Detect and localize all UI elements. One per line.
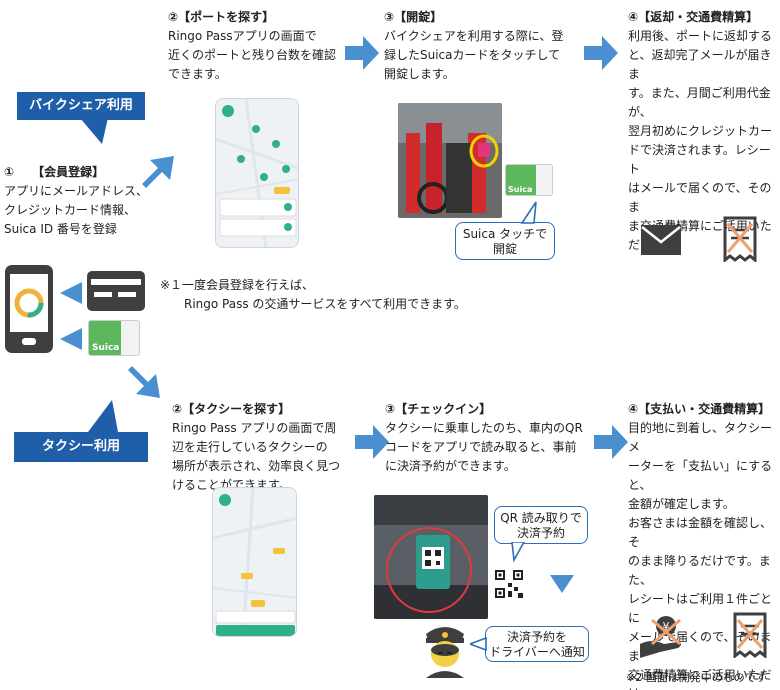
arrow-left-icon — [60, 328, 82, 350]
arrow-right-icon — [584, 36, 618, 70]
bubble-tail — [511, 542, 525, 562]
bike-step4-title: ④【返却・交通費精算】 — [628, 10, 759, 24]
taxi-qr-photo — [374, 495, 488, 619]
step1-register: ① 【会員登録】 アプリにメールアドレス、 クレジットカード情報、 Suica … — [4, 163, 154, 239]
driver-notify-bubble-text: 決済予約を ドライバーへ通知 — [489, 630, 585, 659]
arrow-right-icon — [355, 425, 389, 459]
step1-body: アプリにメールアドレス、 クレジットカード情報、 Suica ID 番号を登録 — [4, 184, 149, 236]
taxi-step3-title: ③【チェックイン】 — [385, 402, 492, 416]
taxi-step4-title: ④【支払い・交通費精算】 — [628, 402, 771, 416]
bike-step4-body: 利用後、ポートに返却する と、返却完了メールが届きま す。また、月間ご利用代金が… — [628, 29, 773, 252]
bike-step2: ②【ポートを探す】 Ringo Passアプリの画面で 近くのポートと残り台数を… — [168, 8, 348, 84]
qr-reservation-bubble-text: QR 読み取りで 決済予約 — [500, 511, 582, 540]
suica-card-label: Suica — [92, 343, 120, 353]
driver-icon — [426, 627, 464, 678]
qr-code-icon — [494, 569, 524, 599]
taxi-badge: タクシー利用 — [14, 432, 148, 462]
taxi-step4-body: 目的地に到着し、タクシーメ ーターを「支払い」にすると、 金額が確定します。 お… — [628, 421, 773, 690]
arrow-down-right-icon — [128, 366, 160, 398]
bike-port-photo — [398, 103, 502, 218]
arrow-right-icon — [345, 36, 379, 70]
credit-card-icon — [87, 271, 145, 311]
hand-coin-icon: ¥ — [640, 616, 681, 658]
taxi-step2-title: ②【タクシーを探す】 — [172, 402, 291, 416]
bike-step2-title: ②【ポートを探す】 — [168, 10, 275, 24]
taxi-step2-body: Ringo Pass アプリの画面で周 辺を走行しているタクシーの 場所が表示さ… — [172, 421, 341, 492]
bubble-tail — [470, 636, 487, 652]
taxi-step3: ③【チェックイン】 タクシーに乗車したのち、車内のQR コードをアプリで読み取る… — [385, 400, 595, 476]
mail-icon — [641, 225, 681, 255]
arrow-down-icon — [550, 575, 574, 593]
bike-step3: ③【開錠】 バイクシェアを利用する際に、登 録したSuicaカードをタッチして … — [384, 8, 584, 84]
step1-title: ① 【会員登録】 — [4, 165, 105, 179]
taxi-badge-pointer — [88, 400, 118, 432]
bike-step3-body: バイクシェアを利用する際に、登 録したSuicaカードをタッチして 開錠します。 — [384, 29, 564, 81]
development-note: ※2 画面は開発中のものです — [626, 671, 767, 684]
suica-card-icon: Suica — [505, 164, 553, 196]
suica-touch-bubble: Suica タッチで 開錠 — [455, 222, 555, 260]
arrow-right-icon — [594, 425, 628, 459]
bike-map-app-screenshot — [215, 98, 299, 248]
receipt-icon — [733, 612, 767, 658]
qr-reservation-bubble: QR 読み取りで 決済予約 — [494, 506, 588, 544]
svg-text:¥: ¥ — [663, 620, 670, 633]
bike-share-badge: バイクシェア利用 — [17, 92, 145, 120]
driver-notify-bubble: 決済予約を ドライバーへ通知 — [485, 626, 589, 662]
arrow-left-icon — [60, 282, 82, 304]
taxi-step3-body: タクシーに乗車したのち、車内のQR コードをアプリで読み取ると、事前 に決済予約… — [385, 421, 583, 473]
taxi-step4: ④【支払い・交通費精算】 目的地に到着し、タクシーメ ーターを「支払い」にすると… — [628, 400, 778, 690]
bike-step4: ④【返却・交通費精算】 利用後、ポートに返却する と、返却完了メールが届きま す… — [628, 8, 778, 255]
taxi-step2: ②【タクシーを探す】 Ringo Pass アプリの画面で周 辺を走行しているタ… — [172, 400, 362, 495]
bubble-tail — [520, 201, 537, 224]
suica-touch-bubble-text: Suica タッチで 開錠 — [462, 227, 548, 256]
arrow-up-right-icon — [142, 156, 174, 188]
suica-card-label: Suica — [508, 185, 533, 194]
suica-card-icon: Suica — [88, 320, 140, 356]
taxi-map-app-screenshot — [212, 487, 297, 637]
receipt-icon — [723, 216, 757, 262]
membership-note: ※１一度会員登録を行えば、 Ringo Pass の交通サービスをすべて利用でき… — [160, 278, 466, 311]
bike-step2-body: Ringo Passアプリの画面で 近くのポートと残り台数を確認 できます。 — [168, 29, 337, 81]
bike-step3-title: ③【開錠】 — [384, 10, 443, 24]
smartphone-app-icon — [5, 265, 53, 353]
bike-badge-pointer — [80, 118, 108, 144]
